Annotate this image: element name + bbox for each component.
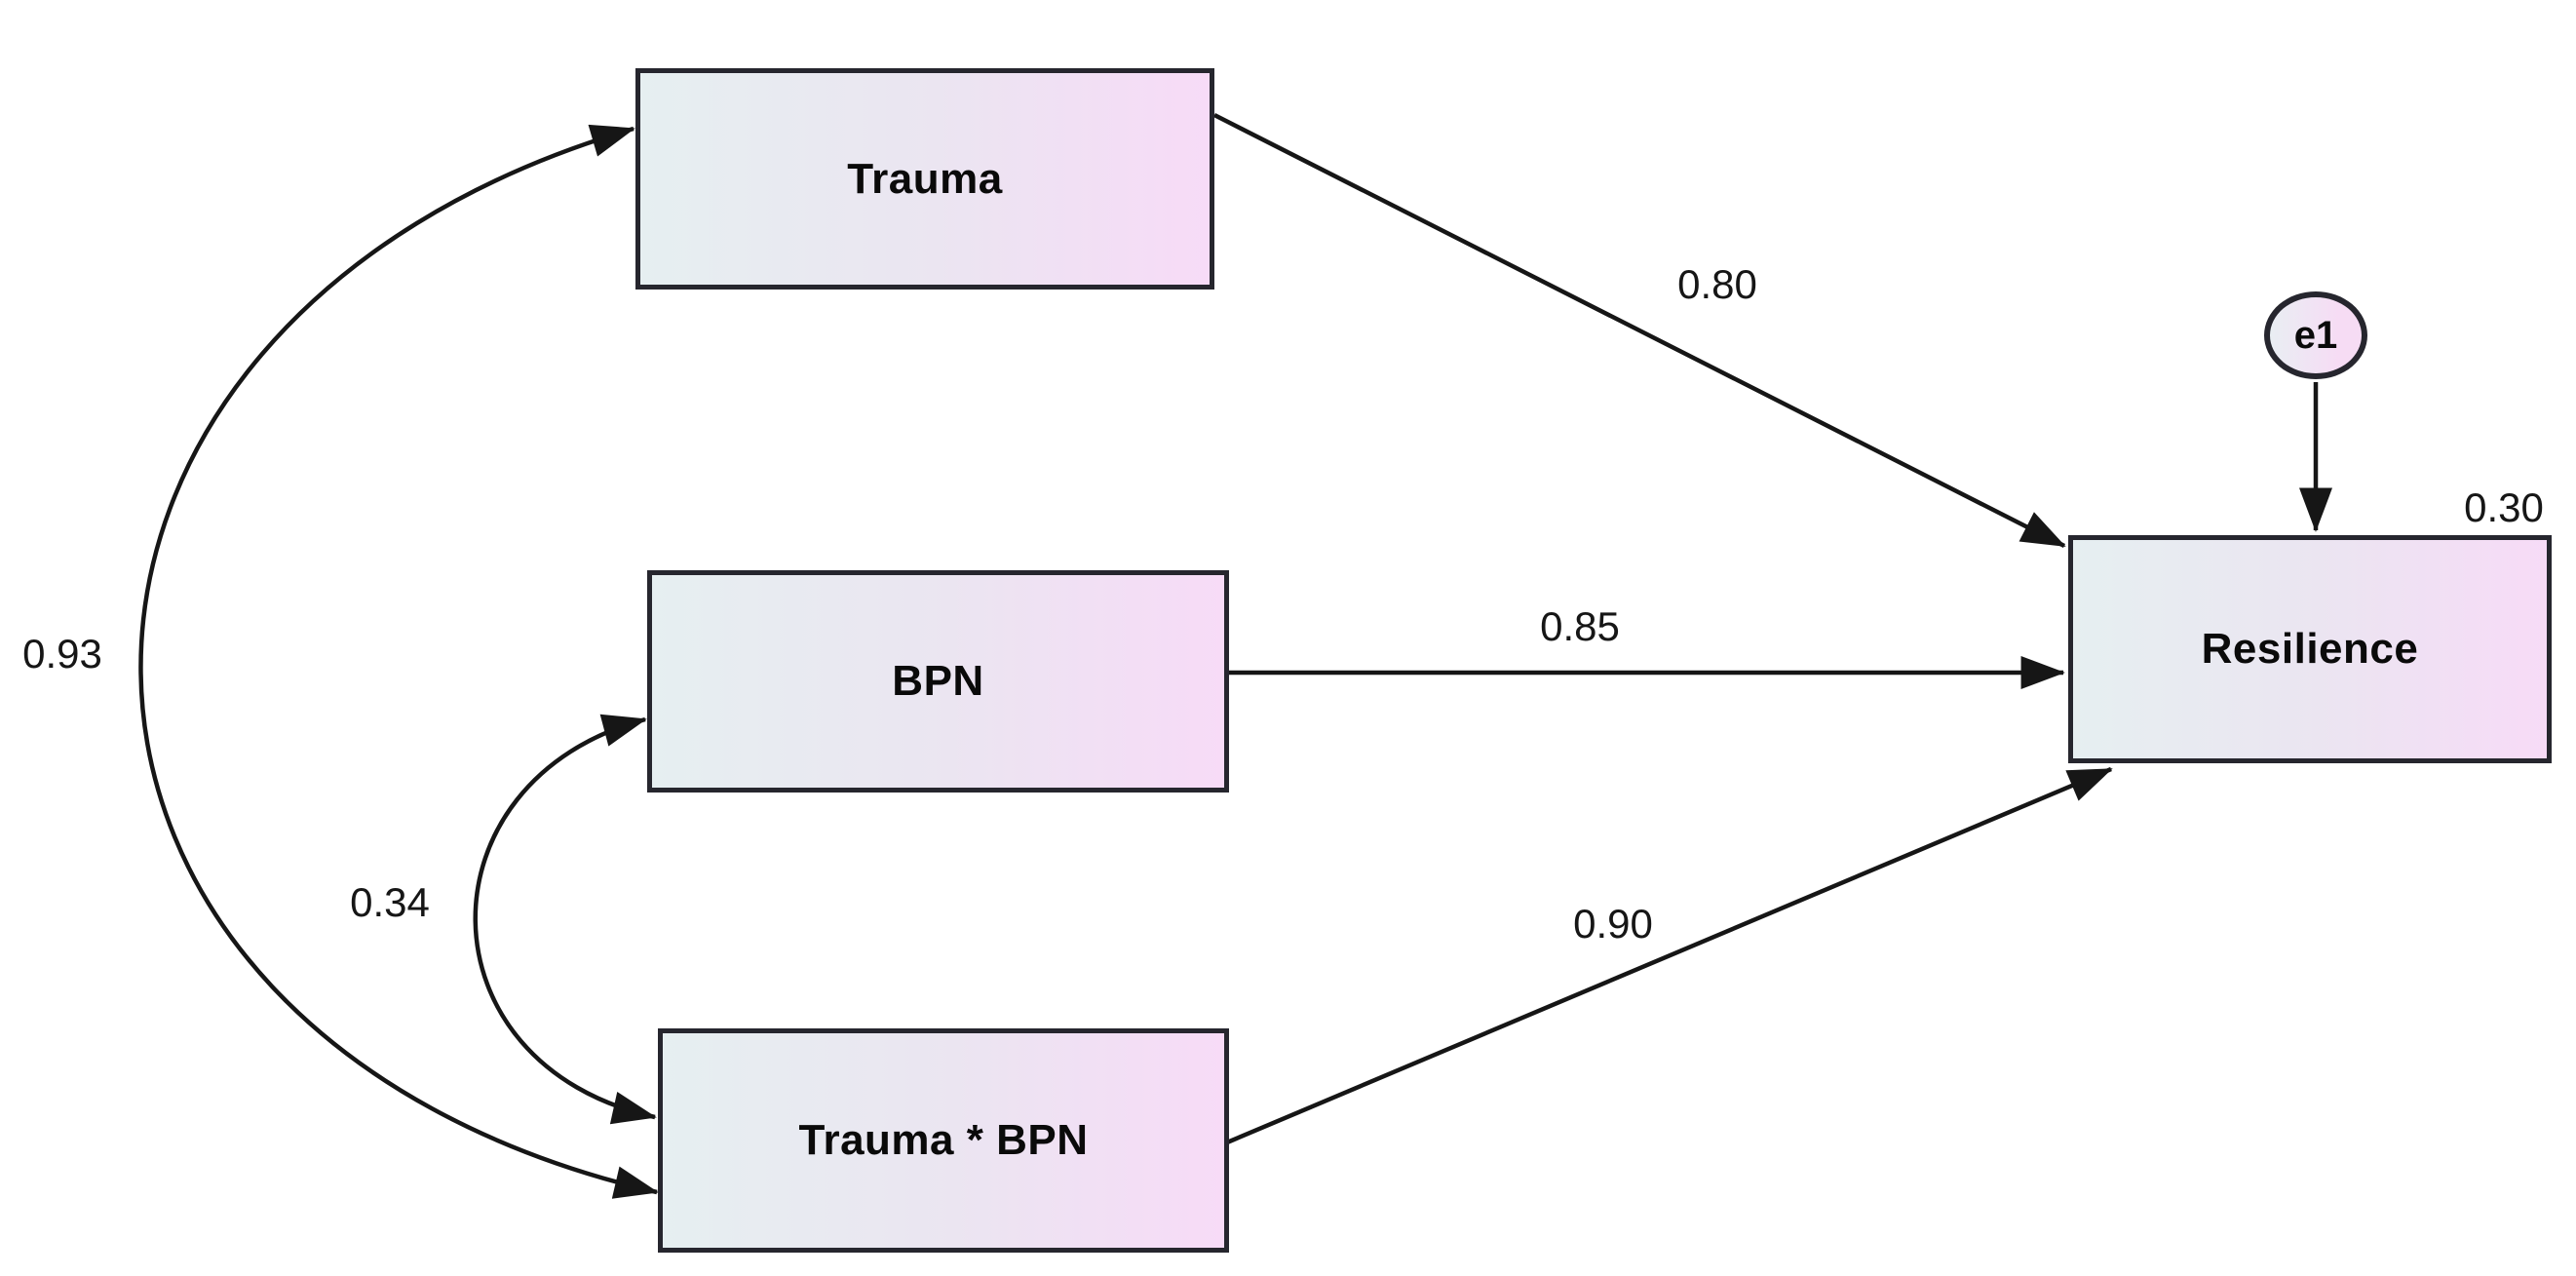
coefficient-bpn-with-interaction: 0.34 [350,879,430,925]
node-e1-label: e1 [2293,313,2338,357]
node-e1-error-term: e1 [2264,291,2367,379]
node-bpn-label: BPN [892,657,984,705]
node-trauma-x-bpn: Trauma * BPN [658,1028,1229,1253]
coefficient-trauma-with-interaction: 0.93 [22,631,102,677]
coefficient-bpn-to-resilience: 0.85 [1540,603,1620,649]
node-bpn: BPN [647,570,1229,793]
edge-bpn-with-interaction-covariance [473,714,657,1125]
edge-trauma-to-resilience [1212,112,2066,549]
node-resilience-label: Resilience [2201,625,2419,673]
node-trauma-label: Trauma [847,154,1003,203]
node-trauma: Trauma [635,68,1214,290]
node-trauma-x-bpn-label: Trauma * BPN [798,1116,1089,1164]
edge-trauma-with-interaction-covariance [138,124,659,1199]
edge-interaction-to-resilience [1226,766,2113,1145]
r-squared-resilience: 0.30 [2464,484,2544,530]
coefficient-trauma-to-resilience: 0.80 [1677,261,1757,307]
node-resilience: Resilience [2068,535,2552,763]
coefficient-interaction-to-resilience: 0.90 [1573,901,1653,947]
